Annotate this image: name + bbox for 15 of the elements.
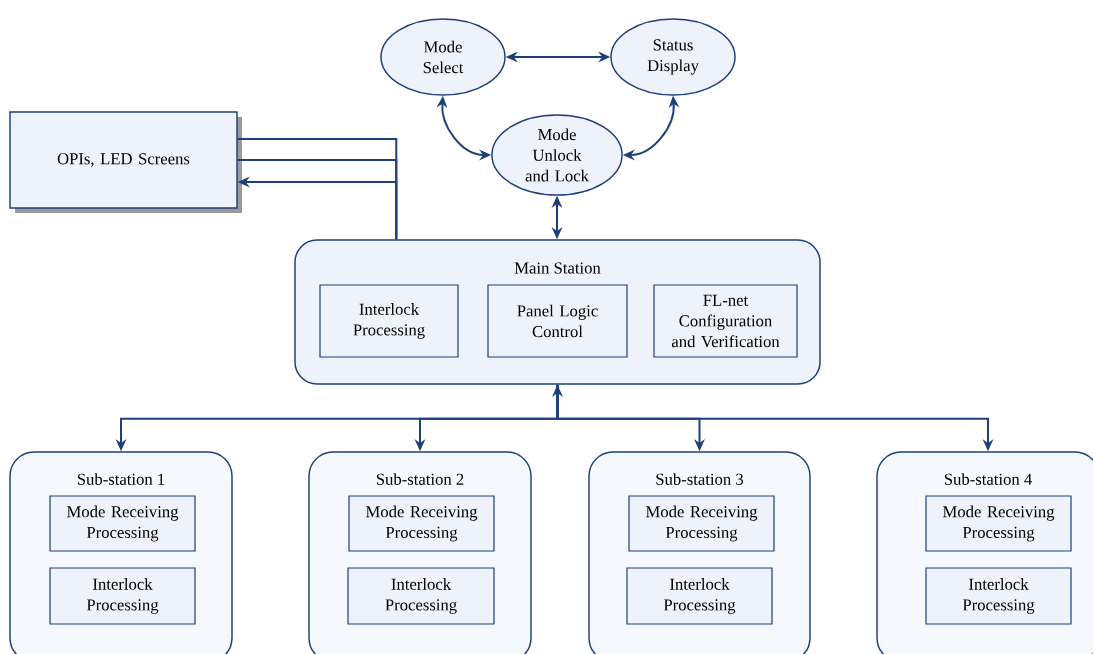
process-box: Interlock Processing [347, 567, 495, 625]
process-box: Interlock Processing [925, 567, 1072, 625]
process-box: Mode Receiving Processing [628, 495, 775, 552]
ellipse-node: Status Display [610, 18, 736, 96]
process-box: Mode Receiving Processing [925, 495, 1072, 552]
process-box: Interlock Processing [319, 284, 459, 358]
process-box: FL-net Configuration and Verification [653, 284, 798, 358]
process-box: Mode Receiving Processing [49, 495, 196, 552]
ellipse-node: Mode Select [380, 18, 506, 96]
ellipse-node: Mode Unlock and Lock [491, 114, 623, 196]
display-box: OPIs, LED Screens [9, 111, 242, 213]
process-box: Mode Receiving Processing [348, 495, 495, 552]
process-box: Interlock Processing [49, 567, 196, 625]
process-box: Panel Logic Control [487, 284, 628, 358]
process-box: Interlock Processing [626, 567, 773, 625]
